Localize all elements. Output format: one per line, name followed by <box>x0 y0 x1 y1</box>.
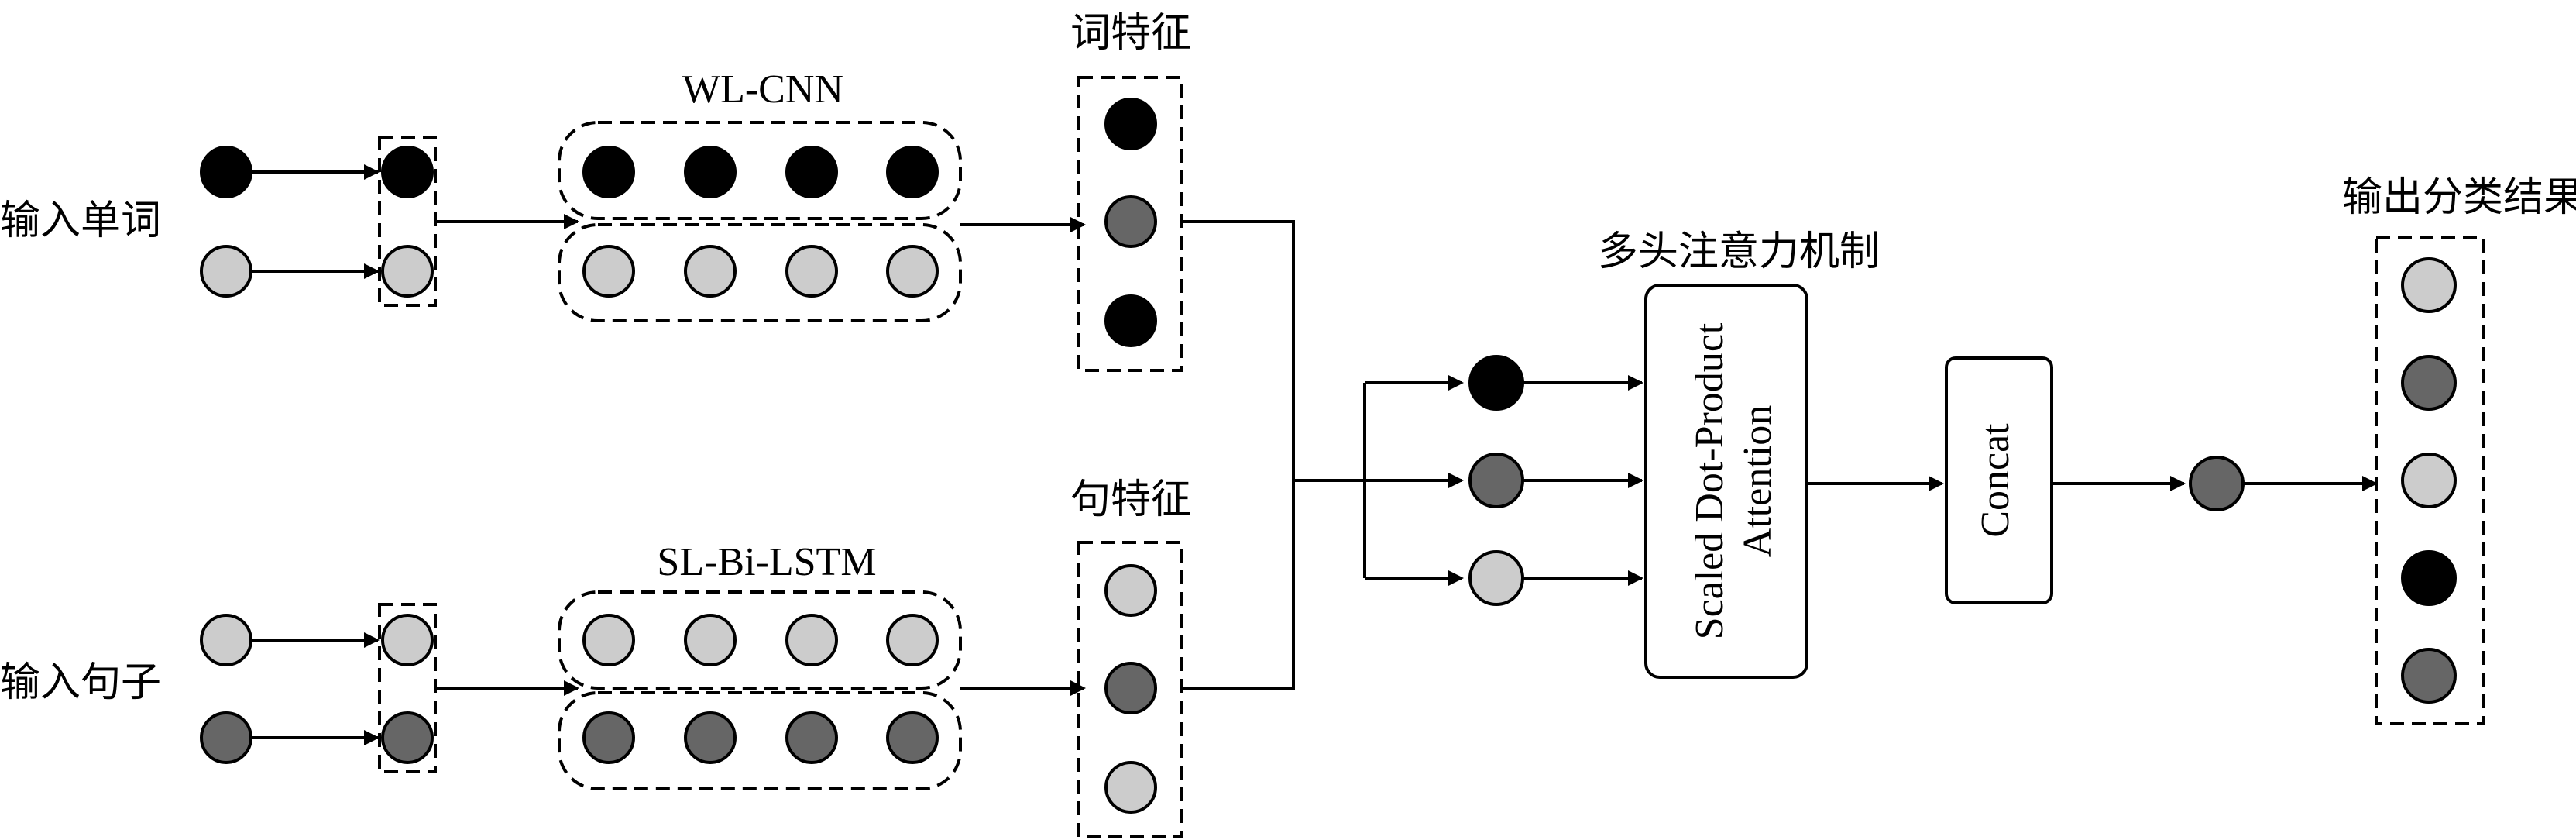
sentence-feature-label: 句特征 <box>1070 477 1191 523</box>
word-feature-node <box>1104 195 1157 248</box>
sl-bilstm-node <box>886 614 939 666</box>
wl-cnn-node <box>785 146 838 198</box>
input-sentence-node-light <box>200 614 252 666</box>
sl-bilstm-node <box>684 614 737 666</box>
multihead-attention-label: 多头注意力机制 <box>1598 229 1880 275</box>
attention-block: Scaled Dot-Product Attention <box>1644 284 1944 679</box>
output-label: 输出分类结果 <box>2342 174 2576 221</box>
word-feature-node <box>1104 294 1157 347</box>
word-feature-group <box>1077 76 1183 372</box>
sentence-feature-group <box>1077 541 1183 838</box>
wl-cnn-top-row-box <box>558 121 962 220</box>
sl-bilstm-label: SL-Bi-LSTM <box>657 540 876 584</box>
word-feature-box <box>1077 76 1183 372</box>
input-word-label: 输入单词 <box>0 198 161 244</box>
input-sentence-group <box>200 603 579 773</box>
output-box <box>2375 236 2485 725</box>
input-sentence-node-dark <box>200 711 252 764</box>
sl-bilstm-node <box>785 711 838 764</box>
wl-cnn-block <box>558 121 1086 322</box>
sl-bilstm-node <box>684 711 737 764</box>
wl-cnn-bottom-row-box <box>558 223 962 322</box>
sentence-embedding-node-light <box>381 614 434 666</box>
output-node <box>2401 355 2457 411</box>
concat-output-group <box>2189 456 2378 511</box>
wl-cnn-node <box>684 245 737 298</box>
sentence-feature-node <box>1104 564 1157 617</box>
sl-bilstm-top-row-box <box>558 590 962 690</box>
output-node <box>2401 550 2457 606</box>
concat-box <box>1945 356 2053 604</box>
output-node <box>2401 453 2457 508</box>
wl-cnn-node <box>582 245 635 298</box>
wl-cnn-node <box>785 245 838 298</box>
word-embedding-node-black <box>381 146 434 198</box>
input-sentence-label: 输入句子 <box>0 659 161 706</box>
sl-bilstm-node <box>785 614 838 666</box>
word-feature-label: 词特征 <box>1070 10 1191 57</box>
merge-connectors <box>1181 220 1464 690</box>
sentence-embedding-node-dark <box>381 711 434 764</box>
input-word-group <box>200 136 579 307</box>
attention-label-line2: Attention <box>1736 405 1780 557</box>
qkv-node-black <box>1468 355 1524 411</box>
sl-bilstm-node <box>886 711 939 764</box>
attention-box <box>1644 284 1808 679</box>
wl-cnn-label: WL-CNN <box>682 67 843 112</box>
word-feature-node <box>1104 98 1157 150</box>
wl-cnn-node <box>684 146 737 198</box>
output-group <box>2375 236 2485 725</box>
word-embedding-node-light <box>381 245 434 298</box>
wl-cnn-node <box>886 146 939 198</box>
sl-bilstm-node <box>582 614 635 666</box>
sl-bilstm-bottom-row-box <box>558 691 962 790</box>
sentence-feature-node <box>1104 662 1157 714</box>
input-word-node-light <box>200 245 252 298</box>
output-node <box>2401 648 2457 704</box>
concat-output-node <box>2189 456 2245 511</box>
concat-label: Concat <box>1973 423 2018 538</box>
sl-bilstm-block <box>558 590 1086 790</box>
sl-bilstm-node <box>582 711 635 764</box>
attention-label-line1: Scaled Dot-Product <box>1688 322 1732 639</box>
wl-cnn-node <box>886 245 939 298</box>
qkv-nodes <box>1468 355 1643 606</box>
input-word-node-black <box>200 146 252 198</box>
sentence-feature-node <box>1104 761 1157 814</box>
output-node <box>2401 257 2457 313</box>
wl-cnn-node <box>582 146 635 198</box>
qkv-node-light <box>1468 550 1524 606</box>
qkv-node-dark <box>1468 453 1524 508</box>
concat-block: Concat <box>1945 356 2186 604</box>
